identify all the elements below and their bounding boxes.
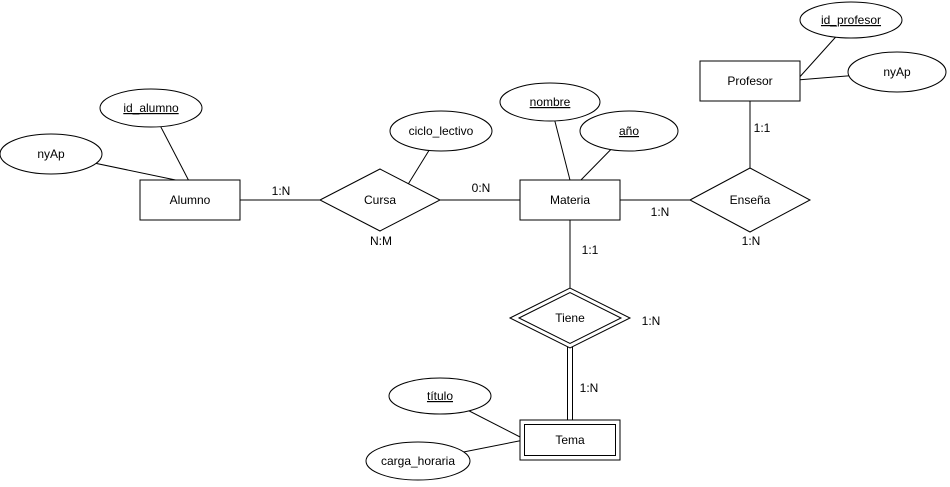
attribute-ciclo-lectivo-ellipse	[389, 110, 493, 152]
attribute-anio-ellipse	[579, 110, 679, 152]
relationship-ensena-diamond	[688, 167, 812, 233]
attribute-titulo-label: título	[427, 389, 453, 403]
attribute-nyap-alumno-label: nyAp	[37, 147, 65, 161]
entity-tema-box-inner	[524, 424, 616, 456]
attribute-carga-horaria-ellipse	[365, 441, 471, 481]
cardinality-materia-ensena: 1:N	[651, 205, 670, 219]
entity-profesor-box	[699, 60, 801, 102]
attribute-carga-horaria-label: carga_horaria	[381, 454, 455, 468]
attribute-nyap-profesor-label: nyAp	[883, 65, 911, 79]
cardinality-alumno-cursa: 1:N	[272, 184, 291, 198]
relationships	[318, 167, 812, 349]
attribute-id-alumno-label: id_alumno	[123, 101, 179, 115]
labels: Alumno Materia Profesor Tema Cursa Enseñ…	[37, 13, 911, 468]
attribute-ciclo-lectivo-label: ciclo_lectivo	[409, 124, 474, 138]
attribute-anio-label: año	[619, 124, 639, 138]
entity-materia-label: Materia	[550, 193, 590, 207]
cardinality-profesor-ensena: 1:1	[754, 121, 771, 135]
cardinality-tiene-right: 1:N	[642, 314, 661, 328]
attribute-nyap-alumno-ellipse	[0, 133, 103, 175]
relationship-ensena-label: Enseña	[730, 193, 771, 207]
entity-alumno-box	[139, 179, 241, 221]
attribute-id-profesor-ellipse	[799, 1, 903, 39]
entity-materia-box	[519, 179, 621, 221]
cardinality-tiene-tema: 1:N	[580, 381, 599, 395]
relationship-tiene-diamond-inner	[517, 291, 623, 345]
cardinality-materia-tiene: 1:1	[582, 243, 599, 257]
attribute-nombre-label: nombre	[530, 95, 571, 109]
attribute-nombre-ellipse	[499, 82, 601, 122]
entity-profesor-label: Profesor	[727, 74, 772, 88]
attribute-nyap-profesor-ellipse	[847, 51, 947, 93]
relationship-cursa-diamond	[318, 168, 442, 232]
attribute-titulo-ellipse	[388, 377, 492, 415]
entities	[139, 60, 801, 461]
attribute-id-alumno-ellipse	[99, 88, 203, 128]
relationship-cursa-label: Cursa	[364, 193, 396, 207]
entity-tema-label: Tema	[555, 433, 585, 447]
relationship-tiene-label: Tiene	[555, 311, 585, 325]
cardinality-cursa-materia: 0:N	[472, 181, 491, 195]
cardinality-cursa-nm: N:M	[370, 234, 392, 248]
entity-alumno-label: Alumno	[170, 193, 211, 207]
attribute-id-profesor-label: id_profesor	[821, 13, 881, 27]
cardinality-ensena-bottom: 1:N	[742, 234, 761, 248]
